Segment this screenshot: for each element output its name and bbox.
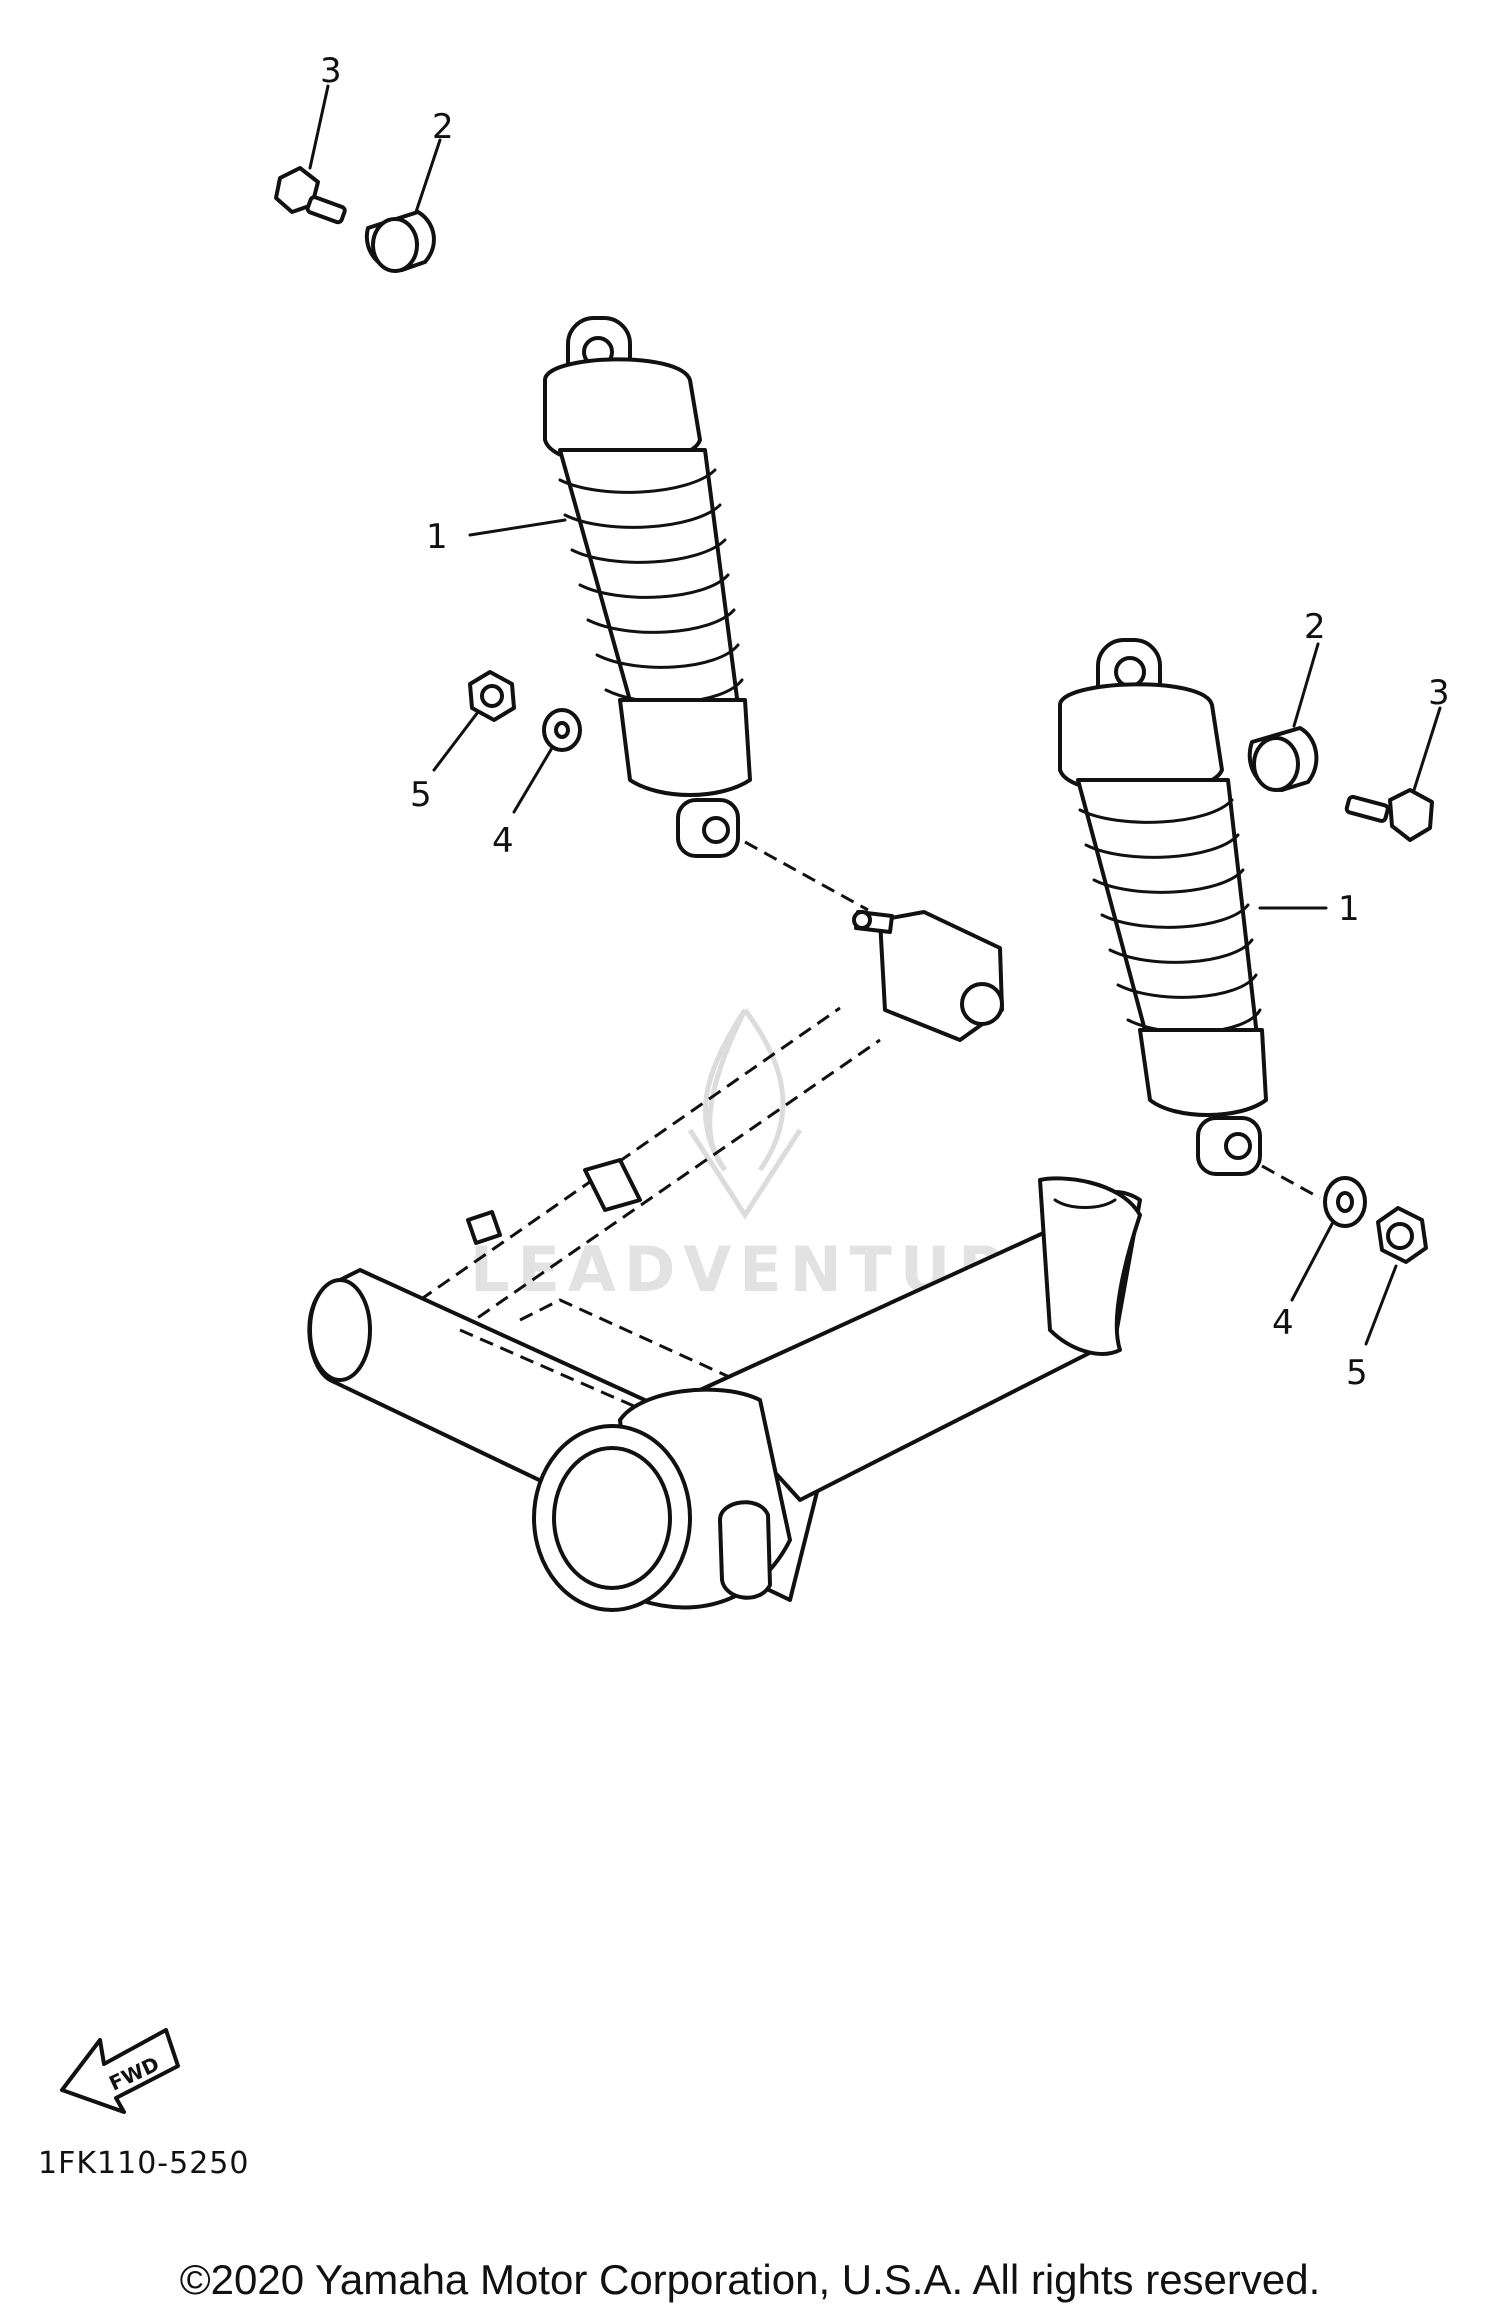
bushing-right[interactable] xyxy=(1247,726,1319,792)
washer-left[interactable] xyxy=(542,708,582,752)
callout-bolt-right: 3 xyxy=(1428,673,1450,713)
callout-bushing-right: 2 xyxy=(1304,607,1326,647)
callout-nut-left: 5 xyxy=(410,775,432,815)
nut-left[interactable] xyxy=(468,670,516,722)
shock-absorber-right[interactable] xyxy=(1058,638,1268,1176)
callout-shock-right: 1 xyxy=(1338,889,1360,929)
copyright-text: ©2020 Yamaha Motor Corporation, U.S.A. A… xyxy=(179,2256,1321,2303)
washer-right[interactable] xyxy=(1323,1176,1367,1228)
diagram-code: 1FK110-5250 xyxy=(38,2146,250,2181)
callout-washer-right: 4 xyxy=(1272,1303,1294,1343)
callout-bolt-left: 3 xyxy=(320,51,342,91)
callout-bushing-left: 2 xyxy=(432,107,454,147)
callout-washer-left: 4 xyxy=(492,821,514,861)
nut-right[interactable] xyxy=(1376,1206,1428,1264)
swingarm xyxy=(307,910,1142,1612)
callout-nut-right: 5 xyxy=(1346,1353,1368,1393)
bushing-left[interactable] xyxy=(364,210,436,273)
bolt-left[interactable] xyxy=(274,166,347,225)
fwd-arrow-icon: FWD xyxy=(60,2028,180,2114)
shock-absorber-left[interactable] xyxy=(543,316,752,858)
watermark-logo xyxy=(687,1008,803,1220)
callout-shock-left: 1 xyxy=(426,517,448,557)
bolt-right[interactable] xyxy=(1344,788,1434,842)
